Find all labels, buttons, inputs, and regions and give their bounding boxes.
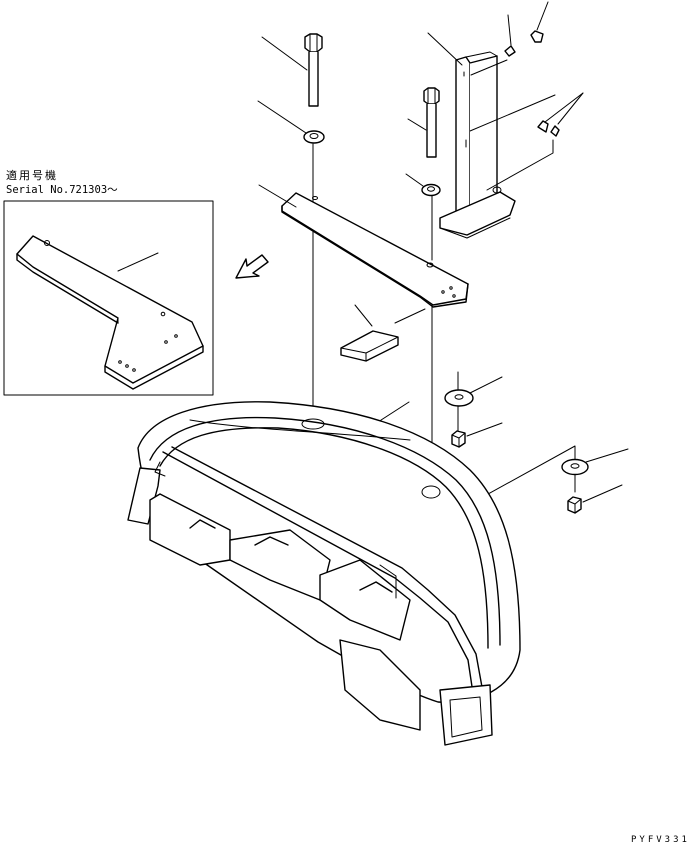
fender-cover-body [127, 401, 521, 746]
washer-lower-center [444, 376, 503, 407]
bolt-long-left [261, 33, 323, 107]
inset-frame [3, 200, 214, 396]
serial-note-jp: 適用号機 [6, 168, 58, 182]
small-bolt-side-a [537, 120, 549, 133]
serial-note-serial: Serial No.721303～ [6, 184, 118, 196]
small-washer-top [504, 14, 516, 57]
bolt-long-center [407, 87, 440, 158]
pad-block [340, 304, 426, 362]
nut-right [567, 484, 623, 514]
mounting-plate [258, 184, 469, 308]
inset-bracket-part [16, 235, 204, 390]
direction-arrow [235, 254, 269, 279]
washer-left [257, 100, 325, 144]
small-bolt-top [530, 1, 549, 43]
vertical-bracket [427, 32, 556, 239]
small-bolt-side-b [544, 92, 584, 137]
washer-center [405, 173, 441, 197]
nut-lower-center [451, 422, 503, 448]
washer-right [561, 448, 629, 476]
drawing-code: PYFV331 [631, 835, 690, 845]
inset-alternate-bracket [3, 200, 214, 396]
